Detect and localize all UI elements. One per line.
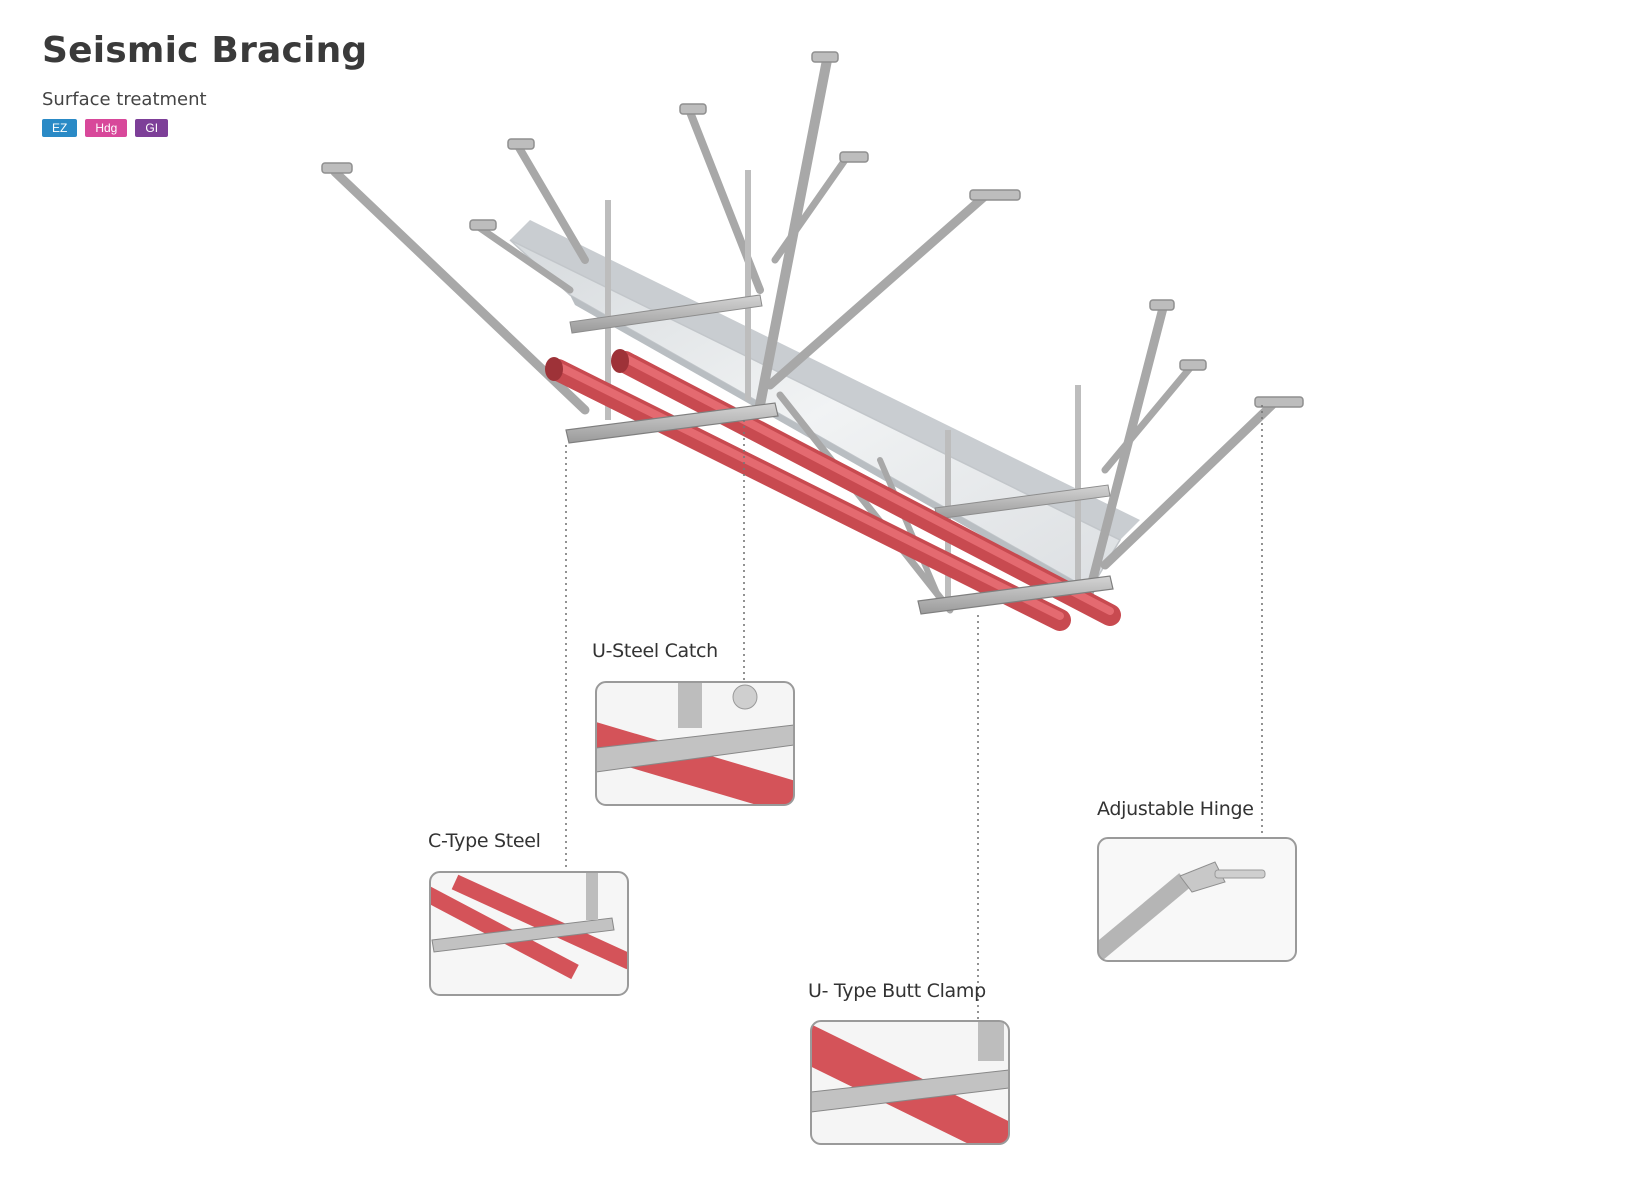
c-type-channels <box>565 402 1114 615</box>
pipes <box>545 349 1121 631</box>
inset-c-type-steel <box>429 871 629 996</box>
inset-adjustable-hinge <box>1097 837 1297 962</box>
upper-crossbeams <box>569 294 1111 520</box>
badge-ez: EZ <box>42 119 78 137</box>
callout-u-steel-catch: U-Steel Catch <box>592 640 718 662</box>
brace-arms <box>330 55 1277 614</box>
badge-hdg: Hdg <box>85 119 128 137</box>
cable-tray <box>509 220 1140 600</box>
leader-lines <box>565 405 1263 1021</box>
surface-treatment-badges: EZ Hdg GI <box>42 119 169 137</box>
inset-u-steel-catch <box>595 681 795 806</box>
inset-u-type-butt-clamp <box>810 1020 1010 1145</box>
callout-adjustable-hinge: Adjustable Hinge <box>1097 798 1254 820</box>
callout-u-type-butt-clamp: U- Type Butt Clamp <box>808 980 986 1002</box>
surface-treatment-label: Surface treatment <box>42 89 207 110</box>
page-title: Seismic Bracing <box>42 30 368 71</box>
callout-c-type-steel: C-Type Steel <box>428 830 541 852</box>
hinge-brackets <box>321 51 1304 408</box>
badge-gi: GI <box>135 119 169 137</box>
